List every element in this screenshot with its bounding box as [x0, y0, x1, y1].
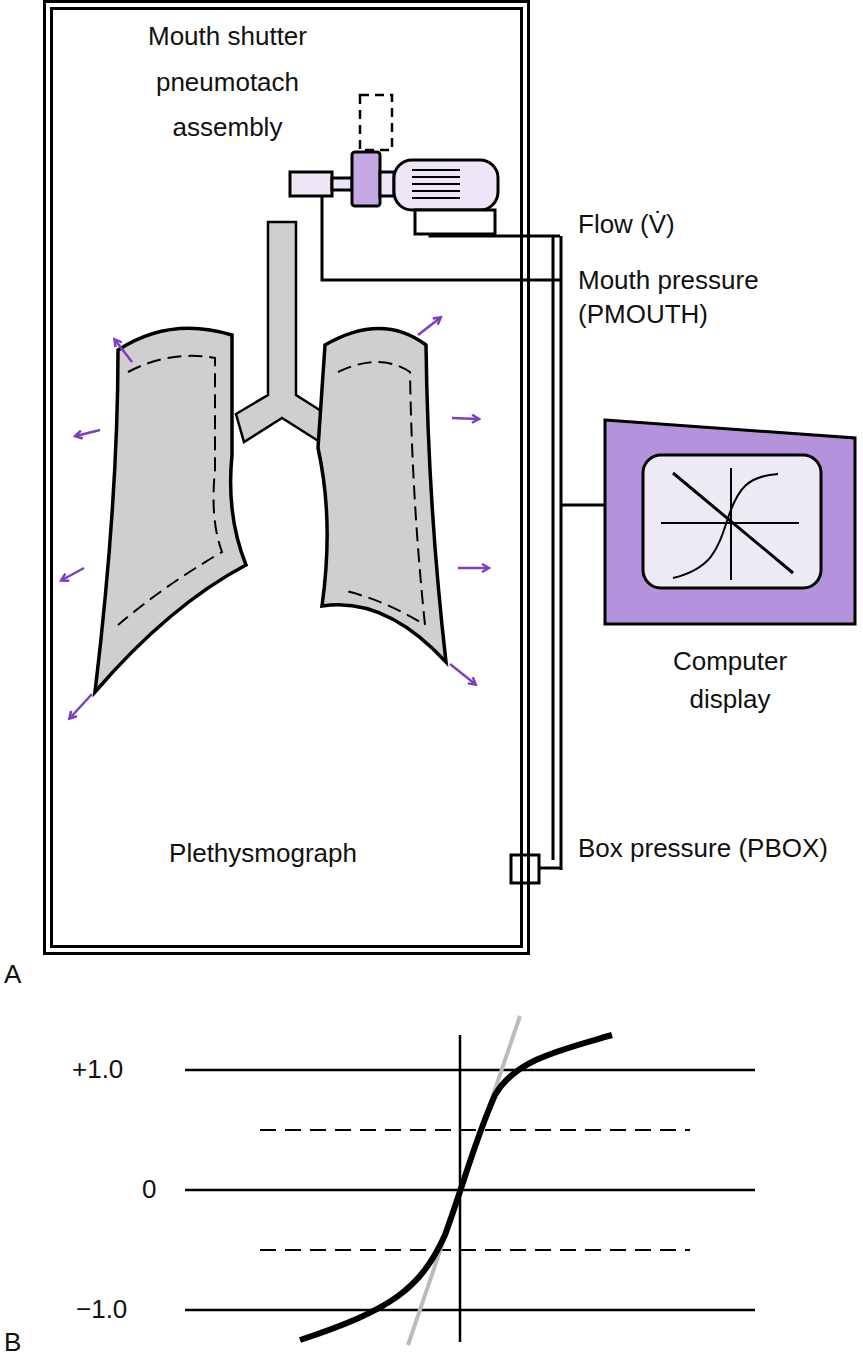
mouthpiece-neck: [332, 178, 352, 190]
shutter-neck: [380, 172, 394, 196]
pneumotach-screen: [412, 170, 460, 198]
flow-transducer: [415, 210, 495, 234]
shutter: [352, 152, 380, 206]
display-screen: [603, 418, 857, 628]
right-lung-inner: [338, 362, 425, 625]
expansion-arrows: [62, 318, 488, 718]
pressure-volume-plot: [185, 1016, 755, 1345]
display-name: Computer display: [645, 643, 815, 718]
axis-value: 0: [142, 1173, 182, 1207]
box-name: Plethysmograph: [133, 835, 393, 873]
plethysmograph-box: Plethysmograph: [43, 0, 530, 955]
mouthpiece: [290, 172, 332, 196]
trachea: [236, 222, 326, 442]
signal-label: Box pressure (PBOX): [578, 832, 848, 866]
shutter-open-position: [360, 95, 392, 150]
computer-display: Computer display: [603, 418, 857, 724]
left-lung: [95, 328, 246, 692]
right-lung: [318, 329, 446, 663]
pneumotach: [394, 160, 498, 210]
axis-value: −1.0: [76, 1293, 176, 1327]
signal-label: Mouth pressure (PMOUTH): [578, 264, 848, 332]
left-lung-inner: [118, 356, 222, 625]
signal-label: Flow (V̇): [578, 208, 828, 242]
axis-value: +1.0: [72, 1053, 172, 1087]
panel-letter: A: [4, 958, 44, 992]
panel-letter: B: [4, 1326, 44, 1360]
part-label: Mouth shutter pneumotach assembly: [130, 14, 325, 151]
